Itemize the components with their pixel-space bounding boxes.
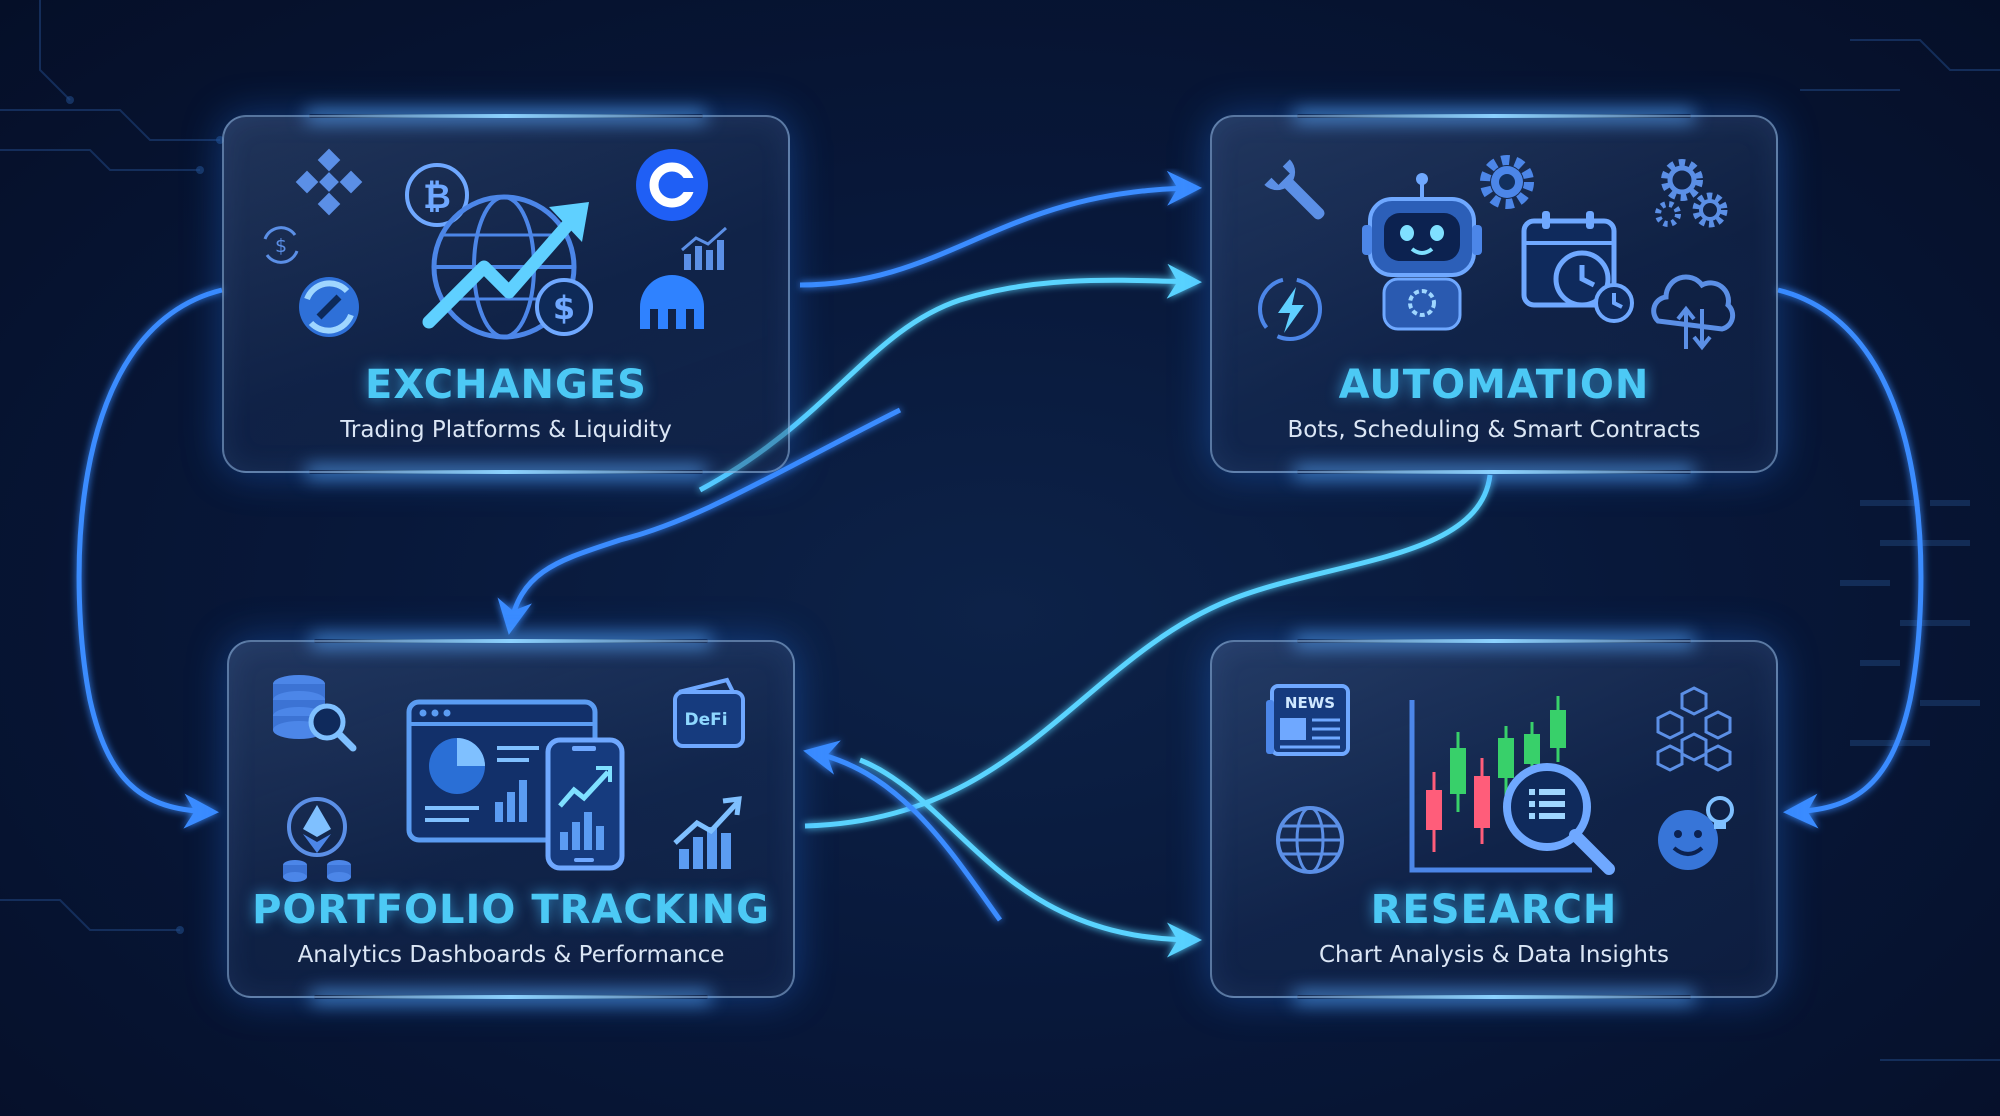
exchanges-card: ₿ $ $ xyxy=(222,114,790,474)
arrow-portfolio-to-research xyxy=(859,757,1202,958)
binance-icon xyxy=(295,148,363,216)
automation-icons xyxy=(1258,155,1736,351)
growth-chart-icon xyxy=(673,796,742,869)
swap-icon: $ xyxy=(263,226,299,264)
exchange-cycle-icon xyxy=(299,277,359,337)
idea-face-icon xyxy=(1658,796,1734,870)
portfolio-subtitle: Analytics Dashboards & Performance xyxy=(297,942,725,968)
arrow-automation-wave xyxy=(804,474,1493,829)
mobile-chart-icon xyxy=(545,737,625,871)
defi-wallet-icon: DeFi xyxy=(673,677,745,748)
blockchain-cubes-icon xyxy=(1656,686,1732,772)
candlestick-chart-icon xyxy=(1409,696,1592,873)
ethereum-coins-icon xyxy=(283,797,351,882)
lightning-icon xyxy=(1258,277,1322,341)
globe-icon xyxy=(1276,806,1344,874)
exchanges-icons: ₿ $ $ xyxy=(263,148,727,340)
svg-text:$: $ xyxy=(553,289,575,327)
circuit-background xyxy=(0,0,2000,1061)
research-subtitle: Chart Analysis & Data Insights xyxy=(1319,942,1669,968)
svg-text:$: $ xyxy=(275,235,287,257)
automation-title: AUTOMATION xyxy=(1338,362,1650,408)
arrow-automation-to-research xyxy=(1777,287,1924,829)
newspaper-icon: NEWS xyxy=(1266,684,1350,756)
calendar-clock-icon xyxy=(1521,211,1634,323)
automation-card: AUTOMATION Bots, Scheduling & Smart Cont… xyxy=(1210,114,1778,474)
bar-chart-icon xyxy=(681,226,727,270)
portfolio-title: PORTFOLIO TRACKING xyxy=(252,887,770,933)
dollar-coin-icon: $ xyxy=(535,278,593,336)
arrow-automation-to-portfolio xyxy=(497,407,902,635)
research-title: RESEARCH xyxy=(1370,887,1618,933)
arrow-exchanges-to-automation xyxy=(799,170,1202,288)
portfolio-card: DeFi PORTFOLIO TRACKING Analytics Dashbo… xyxy=(227,639,795,999)
kraken-icon xyxy=(640,275,704,329)
defi-wallet-label: DeFi xyxy=(684,710,727,730)
gear-icon xyxy=(1480,155,1534,209)
research-card: NEWS xyxy=(1210,639,1778,999)
bitcoin-icon: ₿ xyxy=(405,163,469,227)
svg-text:₿: ₿ xyxy=(423,177,451,217)
automation-subtitle: Bots, Scheduling & Smart Contracts xyxy=(1287,417,1701,443)
globe-growth-icon xyxy=(422,194,589,340)
portfolio-icons: DeFi xyxy=(273,675,745,882)
coinbase-icon xyxy=(636,149,708,221)
exchanges-subtitle: Trading Platforms & Liquidity xyxy=(340,417,672,443)
exchanges-title: EXCHANGES xyxy=(365,362,647,408)
cloud-sync-icon xyxy=(1651,274,1736,351)
newspaper-label: NEWS xyxy=(1285,694,1335,712)
research-icons: NEWS xyxy=(1266,684,1734,875)
magnifier-icon xyxy=(1503,763,1615,875)
arrow-exchanges-to-portfolio xyxy=(76,287,223,829)
wrench-icon xyxy=(1264,159,1325,220)
robot-icon xyxy=(1362,173,1482,331)
arrow-portfolio-to-automation xyxy=(698,263,1202,493)
database-search-icon xyxy=(273,675,357,752)
arrow-research-to-portfolio xyxy=(803,740,1003,922)
gears-icon xyxy=(1655,159,1728,228)
